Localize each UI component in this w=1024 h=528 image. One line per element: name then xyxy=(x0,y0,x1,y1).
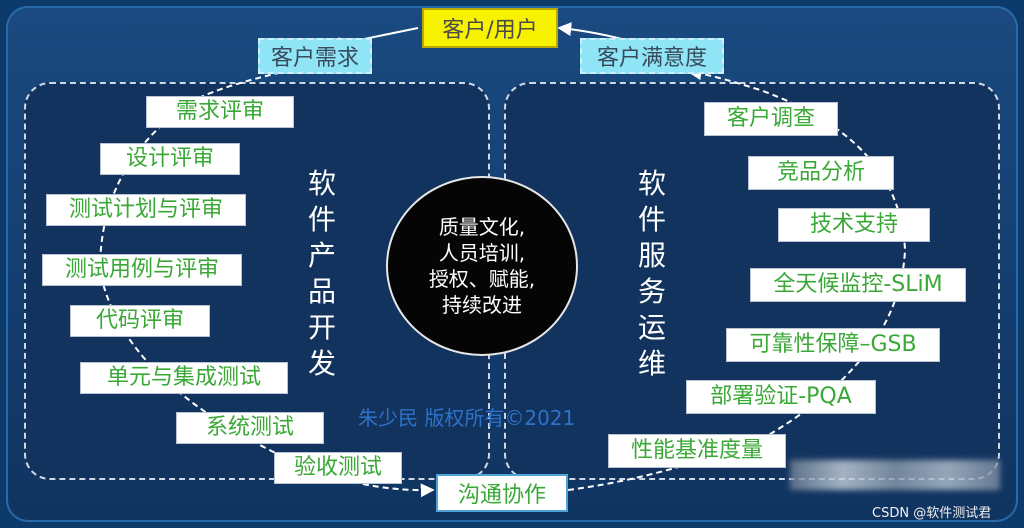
core-values-circle: 质量文化, 人员培训, 授权、赋能, 持续改进 xyxy=(386,176,578,356)
right-step-5: 可靠性保障–GSB xyxy=(726,328,940,362)
customer-box: 客户/用户 xyxy=(422,8,558,48)
core-line-1: 质量文化, xyxy=(438,215,526,239)
left-step-8: 验收测试 xyxy=(274,452,402,484)
collaboration-box: 沟通协作 xyxy=(436,474,568,512)
right-step-2: 竞品分析 xyxy=(748,156,894,190)
left-step-6: 单元与集成测试 xyxy=(80,362,288,394)
left-step-7: 系统测试 xyxy=(176,412,324,444)
customer-needs-label: 客户需求 xyxy=(270,46,359,71)
right-step-6: 部署验证-PQA xyxy=(686,380,876,414)
left-step-2: 设计评审 xyxy=(100,143,240,175)
right-step-3: 技术支持 xyxy=(778,208,930,242)
core-line-3: 授权、赋能, xyxy=(428,267,536,291)
collaboration-label: 沟通协作 xyxy=(457,483,546,508)
right-step-7: 性能基准度量 xyxy=(608,434,786,468)
left-step-3: 测试计划与评审 xyxy=(46,194,246,226)
customer-needs-box: 客户需求 xyxy=(258,38,372,74)
ops-title: 软件服务运维 xyxy=(637,167,666,380)
left-step-1: 需求评审 xyxy=(146,96,294,128)
core-line-2: 人员培训, xyxy=(438,241,526,265)
dev-title: 软件产品开发 xyxy=(307,167,336,380)
customer-label: 客户/用户 xyxy=(442,18,538,43)
copyright-text: 朱少民 版权所有©2021 xyxy=(358,406,576,430)
customer-satisfaction-box: 客户满意度 xyxy=(580,38,724,74)
csdn-watermark: CSDN @软件测试君 xyxy=(872,506,992,521)
right-step-4: 全天候监控-SLiM xyxy=(750,268,966,302)
blurred-watermark-logo xyxy=(790,460,1000,490)
core-line-4: 持续改进 xyxy=(442,293,522,317)
left-step-5: 代码评审 xyxy=(70,305,210,337)
right-step-1: 客户调查 xyxy=(704,102,838,136)
customer-satisfaction-label: 客户满意度 xyxy=(596,46,707,71)
left-step-4: 测试用例与评审 xyxy=(42,254,242,286)
